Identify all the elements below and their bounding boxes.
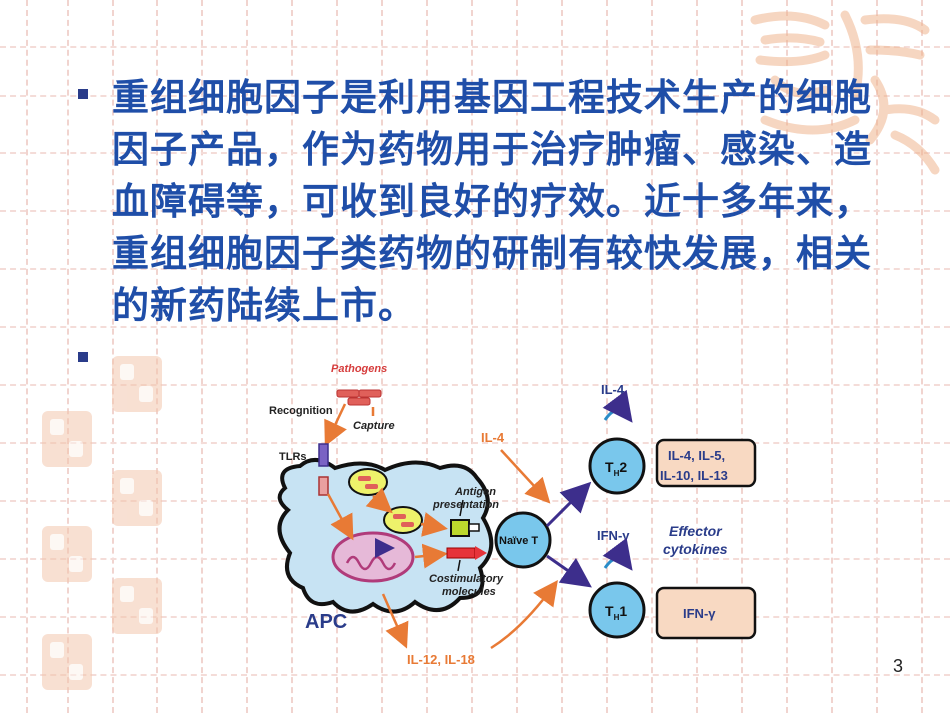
th2-num: 2 [619, 459, 627, 475]
th2-sub: H [614, 469, 620, 478]
seal-watermark-icon [112, 356, 162, 412]
label-il4-left: IL-4 [481, 430, 505, 445]
grid-line [0, 95, 950, 97]
transcription-arrow-icon [375, 538, 395, 558]
th1-label: T [605, 603, 614, 619]
grid-line [291, 0, 293, 713]
grid-line [0, 46, 950, 48]
grid-line [336, 0, 338, 713]
pathogen-shape [336, 389, 360, 398]
th2-cytokines-line2: IL-10, IL-13 [660, 468, 728, 483]
vesicle [348, 468, 388, 496]
grid-line [831, 0, 833, 713]
bullet-icon [78, 352, 88, 362]
pathogen-shape [347, 397, 371, 406]
page-number: 3 [893, 656, 904, 676]
grid-line [112, 0, 114, 713]
grid-line [516, 0, 518, 713]
grid-line [606, 0, 608, 713]
th1-cell [588, 581, 646, 639]
autocrine-arrow-icon [602, 537, 633, 571]
seal-watermark-icon [42, 411, 92, 467]
mhc-molecule [450, 519, 470, 537]
th2-label: T [605, 459, 614, 475]
grid-line [0, 674, 950, 676]
grid-line [921, 0, 923, 713]
pathogen-shape [358, 389, 382, 398]
dna-strand [345, 555, 397, 571]
immune-diagram-svg: Pathogens Recognition Capture TLRs Antig… [269, 363, 757, 667]
tlr-receptor [318, 443, 329, 467]
label-ifn-gamma: IFN-γ [597, 528, 630, 543]
arrow-recognition [324, 403, 347, 447]
label-il4-top: IL-4 [601, 382, 625, 397]
label-presentation: presentation [432, 499, 499, 511]
body-paragraph: 重组细胞因子是利用基因工程技术生产的细胞因子产品，作为药物用于治疗肿瘤、感染、造… [112, 76, 872, 327]
th1-cytokine: IFN-γ [683, 606, 716, 621]
grid-line [381, 0, 383, 713]
grid-line [876, 0, 878, 713]
grid-line [0, 616, 950, 618]
seal-watermark-icon [112, 578, 162, 634]
seal-watermark-icon [112, 470, 162, 526]
label-antigen: Antigen [454, 486, 496, 498]
bullet-icon [78, 89, 88, 99]
grid-line [0, 152, 950, 154]
large-seal-watermark-icon [750, 10, 940, 175]
label-costimulatory: Costimulatory [429, 573, 504, 585]
seal-watermark-icon [42, 634, 92, 690]
grid-line [0, 210, 950, 212]
label-recognition: Recognition [269, 405, 333, 417]
grid-line [786, 0, 788, 713]
grid-line [0, 268, 950, 270]
th2-cell [588, 437, 646, 495]
grid-line [426, 0, 428, 713]
label-molecules: molecules [442, 586, 496, 598]
th1-sub: H [614, 613, 620, 622]
grid-line [696, 0, 698, 713]
autocrine-arrow-icon [602, 389, 633, 423]
label-capture: Capture [353, 420, 395, 432]
grid-line [201, 0, 203, 713]
svg-text:TH2: TH2 [605, 459, 627, 478]
grid-line [741, 0, 743, 713]
label-effector: Effector [669, 523, 723, 539]
grid-line [0, 442, 950, 444]
costimulatory-molecule [446, 547, 476, 559]
grid-line [0, 384, 950, 386]
grid-line [471, 0, 473, 713]
naive-t-cell [494, 511, 552, 569]
th1-cytokine-box [655, 586, 757, 640]
label-naive-t: Naïve T [499, 535, 538, 547]
label-pathogens: Pathogens [331, 363, 387, 375]
label-apc: APC [305, 611, 347, 633]
vesicle [383, 506, 423, 534]
label-tlrs: TLRs [279, 451, 307, 463]
grid-line [561, 0, 563, 713]
th2-cytokines-line1: IL-4, IL-5, [668, 448, 725, 463]
label-cytokines: cytokines [663, 541, 728, 557]
grid-line [246, 0, 248, 713]
nucleus [331, 531, 415, 583]
th2-cytokine-box [655, 438, 757, 488]
grid-line [26, 0, 28, 713]
immune-diagram: Pathogens Recognition Capture TLRs Antig… [255, 358, 775, 678]
tlr-receptor [318, 476, 329, 496]
grid-line [67, 0, 69, 713]
th1-num: 1 [619, 603, 627, 619]
label-il12-il18: IL-12, IL-18 [407, 652, 475, 667]
grid-line [0, 326, 950, 328]
svg-text:TH1: TH1 [605, 603, 627, 622]
seal-watermark-icon [42, 526, 92, 582]
grid-line [651, 0, 653, 713]
